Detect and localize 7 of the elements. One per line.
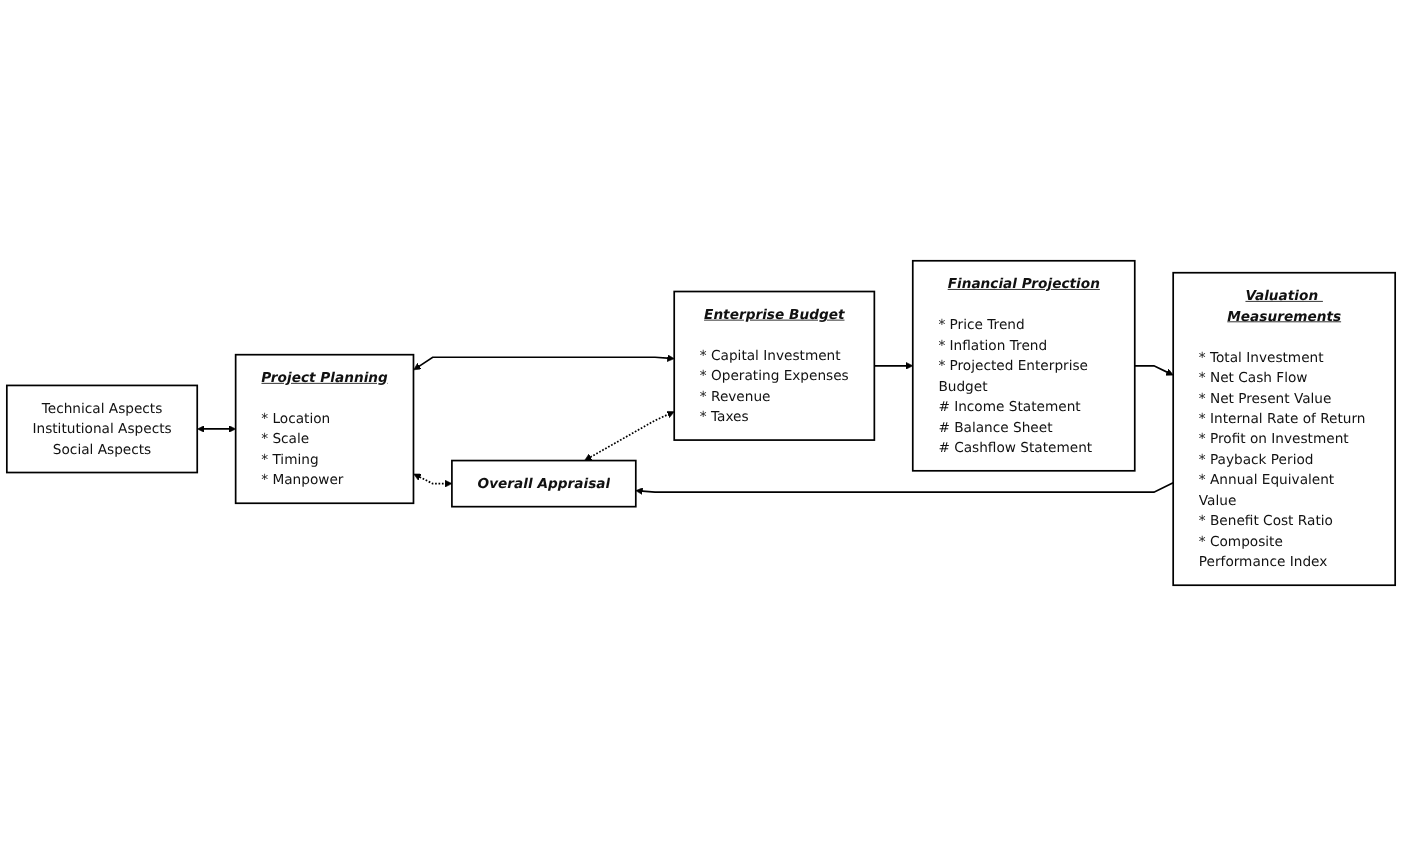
arrow [584,411,675,461]
arrow [873,362,914,370]
arrow [1133,364,1174,376]
arrow [413,473,453,488]
arrow [197,425,236,433]
arrow [413,354,675,371]
arrow [635,482,1175,495]
